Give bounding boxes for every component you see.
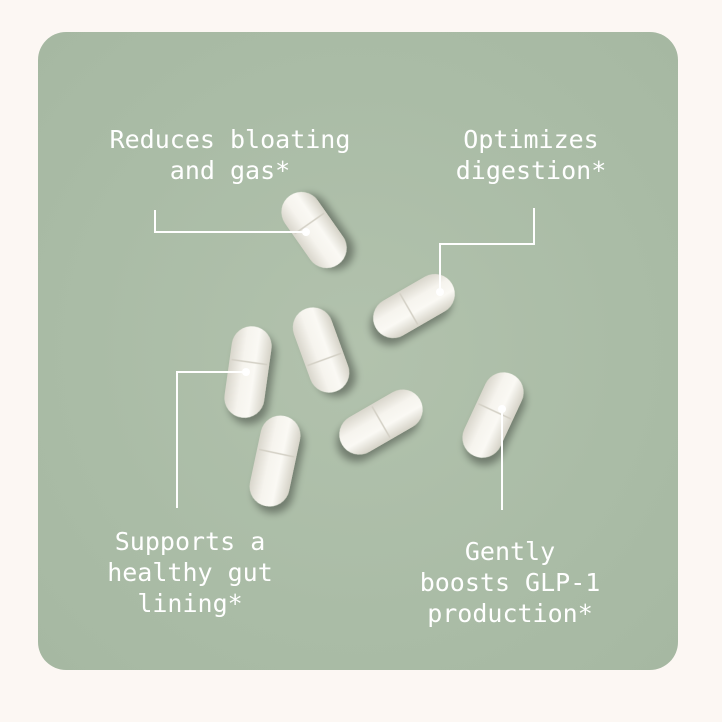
callout-line: healthy gut xyxy=(107,558,273,587)
leader-dot-gut xyxy=(242,368,250,376)
benefits-card: Reduces bloating and gas* Optimizes dige… xyxy=(38,32,678,670)
capsule-icon xyxy=(339,389,423,455)
callout-line: Optimizes xyxy=(463,125,599,154)
capsule-icon xyxy=(249,415,301,507)
capsule-icon xyxy=(292,307,350,393)
callout-line: boosts GLP-1 xyxy=(419,568,601,597)
capsule-icon xyxy=(281,191,347,269)
callout-boosts-glp1: Gently boosts GLP-1 production* xyxy=(404,536,616,629)
leader-dot-bloating xyxy=(302,228,310,236)
callout-line: and gas* xyxy=(169,156,291,185)
capsule-icon xyxy=(373,274,455,338)
callout-line: Supports a xyxy=(114,527,266,556)
callout-line: production* xyxy=(427,599,593,628)
leader-line-digestion xyxy=(439,208,535,290)
callout-line: Reduces bloating xyxy=(109,125,351,154)
callout-supports-gut-lining: Supports a healthy gut lining* xyxy=(90,526,290,619)
capsule-icon xyxy=(462,372,524,458)
callout-reduces-bloating: Reduces bloating and gas* xyxy=(72,124,388,186)
leader-dot-digestion xyxy=(436,288,444,296)
leader-line-bloating xyxy=(154,210,304,233)
capsule-illustration xyxy=(154,191,535,510)
callout-line: digestion* xyxy=(455,156,607,185)
leader-dot-glp1 xyxy=(498,405,506,413)
callout-line: lining* xyxy=(137,589,243,618)
callout-line: Gently xyxy=(464,537,556,566)
callout-optimizes-digestion: Optimizes digestion* xyxy=(436,124,626,186)
leader-line-gut xyxy=(176,371,244,508)
